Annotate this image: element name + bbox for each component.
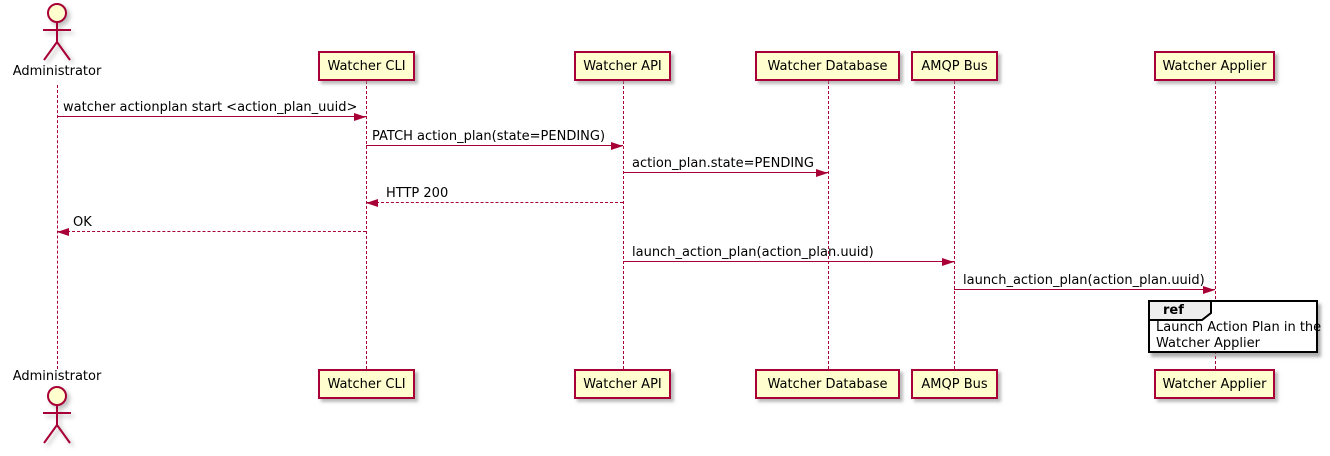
participant-amqp-bus-bottom: AMQP Bus [911,369,998,399]
lifeline-watcher-applier [1215,81,1216,369]
lifeline-watcher-api [623,81,624,369]
message-label: PATCH action_plan(state=PENDING) [372,129,606,144]
arrowhead-icon [816,169,828,177]
lifeline-administrator [57,85,58,369]
message-http-200: HTTP 200 [366,184,623,207]
ref-header-pentagon-icon [1148,300,1212,321]
actor-administrator-top: Administrator [2,2,112,80]
message-line [366,145,623,146]
participant-watcher-cli-top: Watcher CLI [318,51,415,81]
ref-keyword: ref [1163,303,1184,318]
arrowhead-icon [57,228,69,236]
message-launch-action-plan-amqp-to-applier: launch_action_plan(action_plan.uuid) [954,271,1215,294]
arrowhead-icon [611,142,623,150]
participant-amqp-bus-top: AMQP Bus [911,51,998,81]
message-line [623,172,828,173]
ref-fragment: ref Launch Action Plan in the Watcher Ap… [1148,300,1321,353]
message-label: watcher actionplan start <action_plan_uu… [63,100,358,115]
message-label: action_plan.state=PENDING [632,156,814,171]
message-label: HTTP 200 [386,186,449,201]
message-line [366,202,623,203]
message-patch-action-plan: PATCH action_plan(state=PENDING) [366,127,623,150]
lifeline-amqp-bus [954,81,955,369]
actor-icon [43,3,71,61]
message-line [57,116,366,117]
arrowhead-icon [1203,286,1215,294]
actor-label: Administrator [12,64,102,79]
participant-watcher-database-bottom: Watcher Database [755,369,900,399]
message-actionplan-start: watcher actionplan start <action_plan_uu… [57,98,366,121]
participant-watcher-cli-bottom: Watcher CLI [318,369,415,399]
message-launch-action-plan-api-to-amqp: launch_action_plan(action_plan.uuid) [623,243,954,266]
lifeline-watcher-cli [366,81,367,369]
message-line [954,289,1215,290]
message-label: launch_action_plan(action_plan.uuid) [632,245,874,260]
message-label: launch_action_plan(action_plan.uuid) [963,273,1205,288]
message-line [623,261,954,262]
participant-watcher-applier-bottom: Watcher Applier [1154,369,1275,399]
actor-label: Administrator [12,369,102,384]
message-label: OK [73,215,92,230]
message-line [57,231,366,232]
ref-text-line1: Launch Action Plan in the [1156,320,1322,335]
participant-watcher-database-top: Watcher Database [755,51,900,81]
lifeline-watcher-database [828,81,829,369]
participant-watcher-applier-top: Watcher Applier [1154,51,1275,81]
arrowhead-icon [366,199,378,207]
ref-text-line2: Watcher Applier [1156,336,1260,351]
message-state-pending: action_plan.state=PENDING [623,154,828,177]
ref-text: Launch Action Plan in the Watcher Applie… [1156,320,1321,352]
actor-administrator-bottom: Administrator [2,369,112,447]
arrowhead-icon [354,113,366,121]
message-ok: OK [57,213,366,236]
participant-watcher-api-top: Watcher API [574,51,671,81]
arrowhead-icon [942,258,954,266]
actor-icon [43,386,71,444]
participant-watcher-api-bottom: Watcher API [574,369,671,399]
